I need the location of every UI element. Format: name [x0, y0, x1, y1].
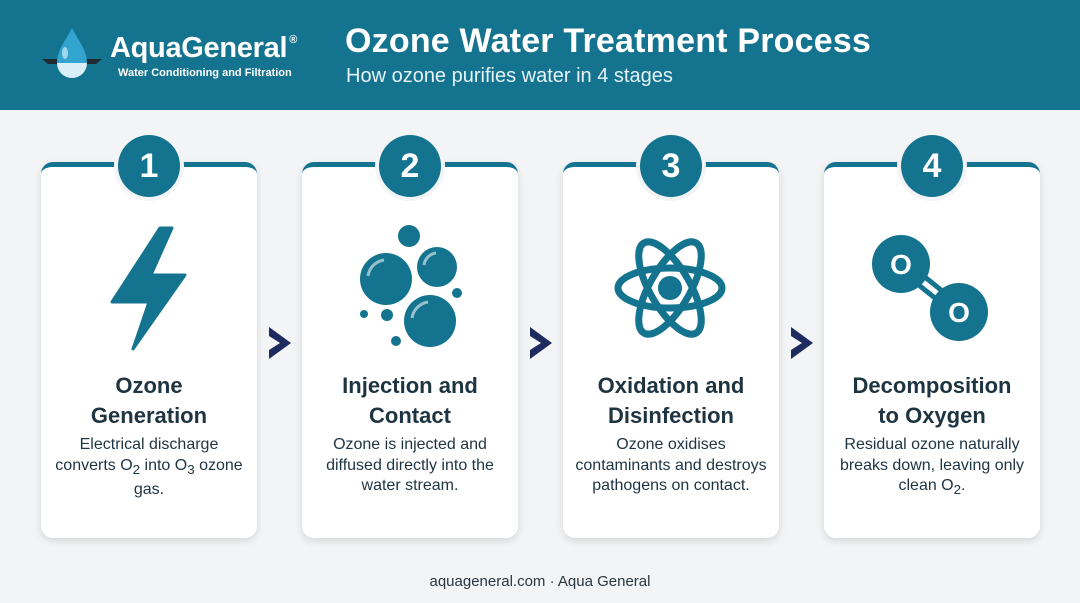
- desc-1-part-b: into O: [140, 456, 188, 474]
- step-title-3: Oxidation and Disinfection: [597, 373, 745, 428]
- brand-name-text: AquaGeneral: [110, 32, 288, 64]
- page-subtitle: How ozone purifies water in 4 stages: [346, 65, 673, 87]
- oxygen-molecule-icon: O O: [872, 235, 988, 341]
- step-card-2: [302, 162, 518, 538]
- page-title: Ozone Water Treatment Process: [345, 22, 872, 60]
- step-number-badge-1: 1: [118, 135, 180, 197]
- chevron-right-icon: [269, 327, 291, 359]
- step-card-4: [824, 162, 1040, 538]
- chevron-right-icon: [530, 327, 552, 359]
- step-number-badge-2: 2: [379, 135, 441, 197]
- brand-tagline: Water Conditioning and Filtration: [118, 67, 292, 79]
- desc-1-part-c: ozone gas.: [133, 456, 243, 499]
- desc-1-subscript-3: 3: [187, 461, 195, 477]
- step-description-2: Ozone is injected and diffused directly …: [326, 436, 494, 494]
- step-title-2: Injection and Contact: [342, 373, 478, 428]
- desc-1-subscript-2: 2: [132, 461, 141, 477]
- desc-4-subscript-2: 2: [953, 482, 962, 498]
- oxygen-atom-label: O: [890, 249, 912, 280]
- step-description-3: Ozone oxidises contaminants and destroys…: [575, 436, 767, 494]
- bubbles-icon: [360, 225, 462, 347]
- lightning-bolt-icon: [110, 226, 187, 351]
- oxygen-atom-label: O: [948, 297, 970, 328]
- step-description-1: Electrical discharge converts O2 into O3…: [49, 435, 249, 501]
- footer-credit[interactable]: aquageneral.com · Aqua General: [429, 573, 651, 590]
- brand-name[interactable]: AquaGeneral®: [110, 32, 297, 65]
- step-title-4: Decomposition to Oxygen: [852, 373, 1012, 428]
- header-banner: AquaGeneral® Water Conditioning and Filt…: [0, 0, 1080, 110]
- desc-4-part-a: Residual ozone naturally breaks down, le…: [839, 436, 1025, 494]
- desc-4-part-c: .: [961, 477, 966, 494]
- step-number-badge-3: 3: [640, 135, 702, 197]
- chevron-right-icon: [791, 327, 813, 359]
- step-description-4: Residual ozone naturally breaks down, le…: [832, 435, 1032, 501]
- water-drop-logo-icon: [42, 28, 102, 78]
- step-number-badge-4: 4: [901, 135, 963, 197]
- registered-mark: ®: [289, 34, 298, 46]
- step-title-1: Ozone Generation: [90, 373, 208, 428]
- atom-icon: [614, 238, 726, 338]
- desc-1-part-a: Electrical discharge converts O: [55, 436, 219, 474]
